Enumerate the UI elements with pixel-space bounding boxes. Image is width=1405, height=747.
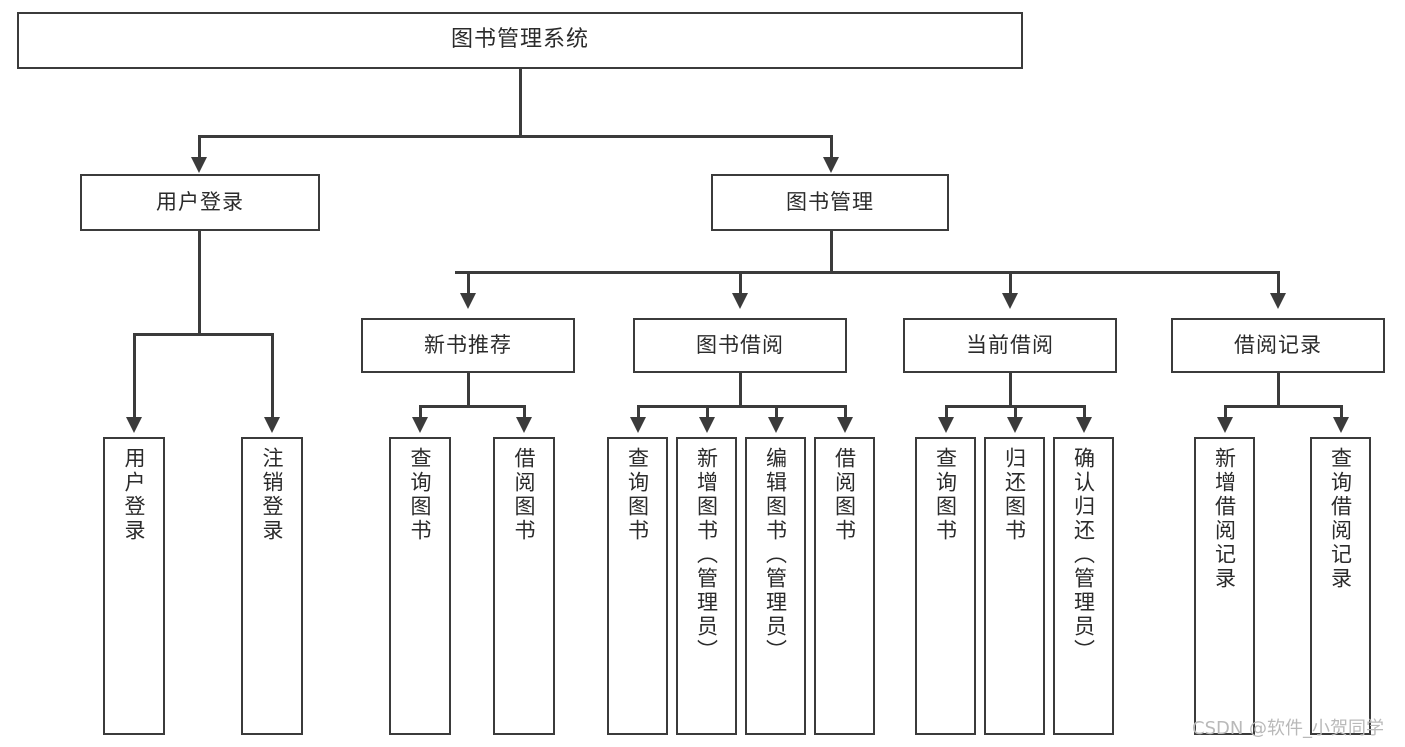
leaf-cb-query-book-label: 查询图书	[933, 447, 958, 543]
arrow-to-leaf-bb-borrow-book	[837, 417, 853, 433]
connector-bm-drop-4	[1277, 271, 1280, 295]
arrow-to-leaf-bb-edit-book	[768, 417, 784, 433]
arrow-to-leaf-bb-query-book	[630, 417, 646, 433]
arrow-to-leaf-bb-add-book	[699, 417, 715, 433]
leaf-br-add-record[interactable]: 新增借阅记录	[1194, 437, 1255, 735]
arrow-to-user-login	[191, 157, 207, 173]
arrow-to-leaf-cb-query-book	[938, 417, 954, 433]
arrow-to-current-borrow	[1002, 293, 1018, 309]
leaf-cb-confirm-return[interactable]: 确认归还（管理员）	[1053, 437, 1114, 735]
leaf-nbr-query-book[interactable]: 查询图书	[389, 437, 451, 735]
leaf-nbr-borrow-book-label: 借阅图书	[512, 447, 536, 543]
leaf-cb-return-book[interactable]: 归还图书	[984, 437, 1045, 735]
connector-bb-stem	[739, 373, 742, 407]
leaf-bb-edit-book[interactable]: 编辑图书（管理员）	[745, 437, 806, 735]
arrow-to-leaf-user-login	[126, 417, 142, 433]
arrow-to-leaf-nbr-query-book	[412, 417, 428, 433]
node-root-system[interactable]: 图书管理系统	[17, 12, 1023, 69]
arrow-to-leaf-cb-confirm-return	[1076, 417, 1092, 433]
connector-user-login-bus	[133, 333, 273, 336]
leaf-br-add-record-label: 新增借阅记录	[1212, 447, 1237, 591]
connector-cb-drop-2	[1014, 405, 1017, 419]
arrow-to-borrow-record	[1270, 293, 1286, 309]
connector-nbr-stem	[467, 373, 470, 407]
arrow-to-book-manage	[823, 157, 839, 173]
leaf-logout[interactable]: 注销登录	[241, 437, 303, 735]
node-book-manage-label: 图书管理	[786, 189, 874, 214]
connector-bm-drop-3	[1009, 271, 1012, 295]
connector-br-stem	[1277, 373, 1280, 407]
arrow-to-leaf-br-query-record	[1333, 417, 1349, 433]
node-book-borrow-label: 图书借阅	[696, 332, 784, 357]
connector-root-drop-1	[198, 135, 201, 159]
node-user-login-label: 用户登录	[156, 189, 244, 214]
arrow-to-leaf-logout	[264, 417, 280, 433]
connector-user-login-drop-1	[133, 333, 136, 419]
connector-user-login-drop-2	[271, 333, 274, 419]
leaf-br-query-record[interactable]: 查询借阅记录	[1310, 437, 1371, 735]
leaf-logout-label: 注销登录	[260, 447, 284, 543]
connector-root-drop-2	[830, 135, 833, 159]
connector-bb-drop-2	[706, 405, 709, 419]
arrow-to-book-borrow	[732, 293, 748, 309]
connector-user-login-stem	[198, 231, 201, 335]
leaf-bb-query-book[interactable]: 查询图书	[607, 437, 668, 735]
connector-bb-drop-4	[844, 405, 847, 419]
connector-bm-drop-1	[467, 271, 470, 295]
leaf-cb-query-book[interactable]: 查询图书	[915, 437, 976, 735]
leaf-bb-add-book-label: 新增图书（管理员）	[694, 447, 719, 663]
connector-cb-stem	[1009, 373, 1012, 407]
leaf-br-query-record-label: 查询借阅记录	[1328, 447, 1353, 591]
connector-cb-drop-1	[945, 405, 948, 419]
connector-nbr-drop-2	[523, 405, 526, 419]
connector-bm-drop-2	[739, 271, 742, 295]
node-current-borrow[interactable]: 当前借阅	[903, 318, 1117, 373]
node-book-manage[interactable]: 图书管理	[711, 174, 949, 231]
node-book-borrow[interactable]: 图书借阅	[633, 318, 847, 373]
node-user-login[interactable]: 用户登录	[80, 174, 320, 231]
connector-root-stem	[519, 69, 522, 137]
arrow-to-leaf-br-add-record	[1217, 417, 1233, 433]
node-root-system-label: 图书管理系统	[450, 27, 589, 53]
leaf-bb-edit-book-label: 编辑图书（管理员）	[763, 447, 788, 663]
leaf-cb-confirm-return-label: 确认归还（管理员）	[1071, 447, 1096, 663]
connector-cb-drop-3	[1083, 405, 1086, 419]
connector-root-bus	[198, 135, 832, 138]
leaf-cb-return-book-label: 归还图书	[1002, 447, 1027, 543]
connector-book-manage-bus	[455, 271, 1278, 274]
connector-nbr-bus	[419, 405, 525, 408]
arrow-to-leaf-nbr-borrow-book	[516, 417, 532, 433]
arrow-to-leaf-cb-return-book	[1007, 417, 1023, 433]
connector-br-drop-1	[1224, 405, 1227, 419]
leaf-nbr-borrow-book[interactable]: 借阅图书	[493, 437, 555, 735]
connector-book-manage-stem	[830, 231, 833, 273]
leaf-bb-borrow-book[interactable]: 借阅图书	[814, 437, 875, 735]
node-borrow-record-label: 借阅记录	[1234, 332, 1322, 357]
leaf-user-login[interactable]: 用户登录	[103, 437, 165, 735]
connector-br-drop-2	[1340, 405, 1343, 419]
arrow-to-new-book-recommend	[460, 293, 476, 309]
connector-bb-bus	[637, 405, 844, 408]
connector-br-bus	[1224, 405, 1342, 408]
connector-nbr-drop-1	[419, 405, 422, 419]
node-current-borrow-label: 当前借阅	[966, 332, 1054, 357]
leaf-bb-query-book-label: 查询图书	[625, 447, 650, 543]
node-borrow-record[interactable]: 借阅记录	[1171, 318, 1385, 373]
node-new-book-recommend[interactable]: 新书推荐	[361, 318, 575, 373]
node-new-book-recommend-label: 新书推荐	[424, 332, 512, 357]
leaf-bb-add-book[interactable]: 新增图书（管理员）	[676, 437, 737, 735]
leaf-bb-borrow-book-label: 借阅图书	[832, 447, 857, 543]
connector-bb-drop-1	[637, 405, 640, 419]
csdn-watermark: CSDN @软件_小贺同学	[1192, 718, 1385, 739]
connector-bb-drop-3	[775, 405, 778, 419]
leaf-nbr-query-book-label: 查询图书	[408, 447, 432, 543]
leaf-user-login-label: 用户登录	[122, 447, 146, 543]
